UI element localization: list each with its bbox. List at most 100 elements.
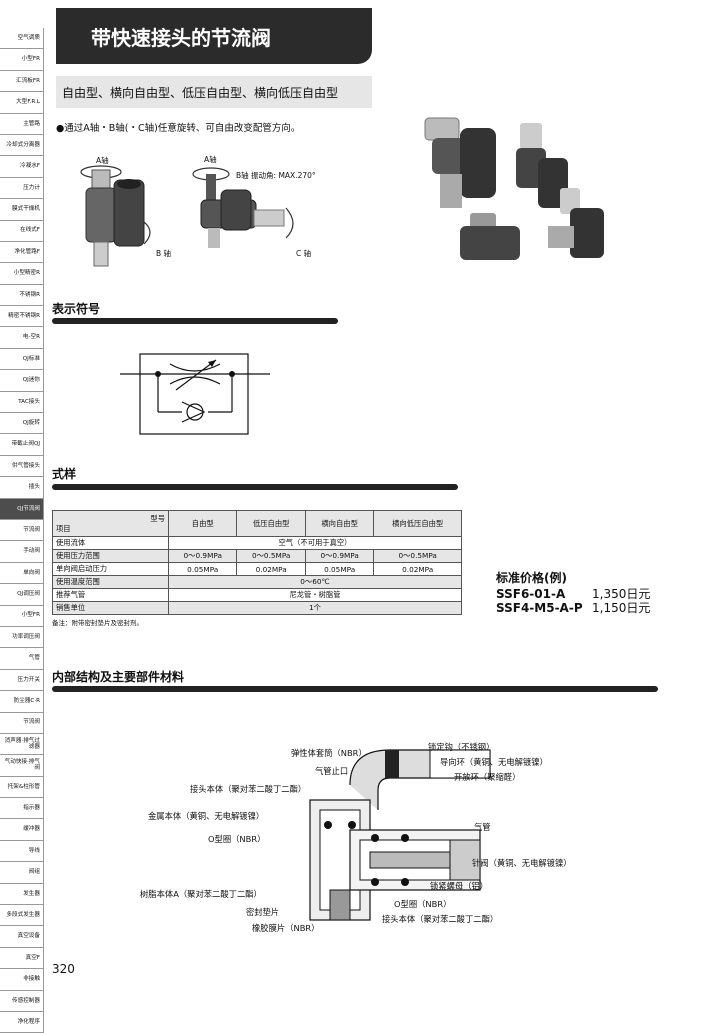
sidebar-item[interactable]: QJ节流阀	[0, 498, 44, 520]
sidebar-item[interactable]: 阀组	[0, 862, 44, 884]
rotate-note: ●通过A轴・B轴(・C轴)任意旋转、可自由改变配管方向。	[56, 123, 301, 134]
struct-label-lock-ring: 锁定钩（不锈钢）	[428, 742, 495, 752]
row-label: 使用流体	[52, 536, 169, 550]
row-value: 0～0.9MPa	[167, 549, 238, 563]
price-row: SSF4-M5-A-P 1,150日元	[496, 599, 650, 616]
price-model: SSF4-M5-A-P	[496, 601, 583, 615]
struct-label-tube: 气管	[474, 822, 491, 832]
row-value: 0.05MPa	[304, 562, 375, 576]
sidebar-item[interactable]: 空气调质	[0, 28, 44, 50]
sidebar-item[interactable]: 冷凝水F	[0, 156, 44, 178]
structure-rule	[52, 686, 658, 692]
sidebar-item[interactable]: 导线	[0, 840, 44, 863]
spec-remark: 备注：附带密封垫片及密封剂。	[52, 619, 143, 627]
table-row: 使用流体 空气（不可用于真空）	[52, 536, 462, 550]
sidebar-item[interactable]: 压力开关	[0, 669, 44, 692]
spec-heading: 式样	[52, 467, 77, 481]
row-value: 0～0.5MPa	[373, 549, 462, 563]
spec-col-header: 横向低压自由型	[373, 510, 462, 537]
sidebar-item[interactable]: 净化管路F	[0, 241, 44, 264]
row-value: 空气（不可用于真空）	[168, 536, 462, 550]
sidebar-item[interactable]: 小型FR	[0, 605, 44, 627]
spec-rule	[52, 484, 458, 490]
sidebar-item[interactable]: 发生器	[0, 883, 44, 906]
sidebar-item[interactable]: 指示器	[0, 798, 44, 820]
structure-heading: 内部结构及主要部件材料	[52, 670, 185, 684]
sidebar-item[interactable]: 小型精密R	[0, 263, 44, 285]
row-value: 0～0.5MPa	[236, 549, 306, 563]
price-title: 标准价格(例)	[496, 571, 567, 585]
sidebar-item[interactable]: 节流阀	[0, 519, 44, 542]
struct-label-stop: 气管止口	[315, 766, 349, 776]
sidebar-item[interactable]: QJ旋转	[0, 413, 44, 435]
sidebar-item[interactable]: 气管	[0, 648, 44, 670]
row-label: 使用温度范围	[52, 575, 169, 589]
struct-label-gasket: 密封垫片	[246, 907, 280, 917]
table-row: 推荐气管 尼龙管・树脂管	[52, 588, 462, 602]
sidebar-item[interactable]: 单向阀	[0, 562, 44, 585]
struct-label-needle: 针阀（黄铜、无电解镀镍）	[472, 858, 572, 868]
spec-corner-cell: 型号 项目	[52, 510, 169, 537]
spec-corner-top: 型号	[150, 513, 165, 523]
spec-col-header: 低压自由型	[236, 510, 306, 537]
sidebar-item[interactable]: 多段式发生器	[0, 905, 44, 927]
table-row: 使用压力范围 0～0.9MPa 0～0.5MPa 0～0.9MPa 0～0.5M…	[52, 549, 462, 563]
sidebar-item[interactable]: 净化程序	[0, 1011, 44, 1033]
sidebar-item[interactable]: 膜式干燥机	[0, 199, 44, 221]
structure-drawing	[309, 749, 491, 921]
product-photo	[424, 117, 604, 260]
sidebar-item[interactable]: 在线式F	[0, 220, 44, 242]
sidebar-item[interactable]: 精密不锈钢R	[0, 306, 44, 328]
sidebar-item[interactable]: 防尘器C·R	[0, 691, 44, 713]
row-label: 销售单位	[52, 601, 169, 615]
price-value: 1,350日元	[592, 587, 651, 601]
struct-label-rubber: 橡胶膜片（NBR）	[252, 923, 320, 933]
sidebar-item[interactable]: 节流阀	[0, 712, 44, 734]
row-value: 0～0.9MPa	[304, 549, 375, 563]
sidebar-item[interactable]: 手动阀	[0, 541, 44, 563]
struct-label-guide: 导向环（黄铜、无电解镀镍）	[440, 757, 548, 767]
struct-label-lock-nut: 锁紧螺母（铝）	[430, 881, 489, 891]
sidebar-item[interactable]: 功率调压阀	[0, 626, 44, 649]
price-row: SSF6-01-A 1,350日元	[496, 585, 650, 602]
sidebar-item[interactable]: 压力计	[0, 177, 44, 200]
sidebar-item[interactable]: 真空设备	[0, 926, 44, 948]
sidebar-item[interactable]: 汇流板FR	[0, 70, 44, 93]
price-value: 1,150日元	[592, 601, 651, 615]
sidebar-item[interactable]: 插头	[0, 477, 44, 499]
price-model: SSF6-01-A	[496, 587, 566, 601]
sidebar-item[interactable]: 小型FR	[0, 49, 44, 71]
sidebar-item[interactable]: 主管路	[0, 113, 44, 135]
row-value: 1个	[168, 601, 462, 615]
sidebar-item[interactable]: 缓冲器	[0, 819, 44, 841]
sidebar-item[interactable]: TAC接头	[0, 391, 44, 414]
sidebar-item[interactable]: QJ迷你	[0, 370, 44, 392]
symbol-rule	[52, 318, 338, 324]
sidebar-item[interactable]: QJ调压阀	[0, 584, 44, 606]
b-axis-label: B 轴	[156, 249, 172, 258]
sidebar-item[interactable]: 大型F.R.L	[0, 92, 44, 114]
sidebar-item[interactable]: 传感控制器	[0, 990, 44, 1012]
sidebar-item[interactable]: 托架&柱形管	[0, 776, 44, 799]
flow-symbol	[120, 353, 270, 435]
sidebar-item[interactable]: 带截止阀QJ	[0, 434, 44, 456]
sidebar-item[interactable]: 气动快接·排气阀	[0, 755, 44, 777]
sidebar-item[interactable]: 消声器·排气过滤器	[0, 733, 44, 756]
a-axis-label: A轴	[96, 156, 109, 165]
row-value: 0.05MPa	[167, 562, 238, 576]
sidebar-item[interactable]: 不锈钢R	[0, 284, 44, 307]
table-row: 销售单位 1个	[52, 601, 462, 615]
sidebar-item[interactable]: 冷却式分离器	[0, 134, 44, 157]
sidebar-item[interactable]: 非接触	[0, 969, 44, 991]
row-value: 0.02MPa	[236, 562, 306, 576]
sidebar-item[interactable]: 真空F	[0, 947, 44, 970]
table-row: 使用温度范围 0～60℃	[52, 575, 462, 589]
struct-label-oring-2: O型圈（NBR）	[394, 899, 452, 909]
page-title: 带快速接头的节流阀	[56, 8, 372, 64]
sidebar-item[interactable]: QJ标准	[0, 348, 44, 371]
rotation-diagram	[80, 165, 294, 267]
page-subtitle: 自由型、横向自由型、低压自由型、横向低压自由型	[56, 76, 372, 108]
sidebar-item[interactable]: 供气管接头	[0, 455, 44, 478]
sidebar-item[interactable]: 电-空R	[0, 327, 44, 349]
